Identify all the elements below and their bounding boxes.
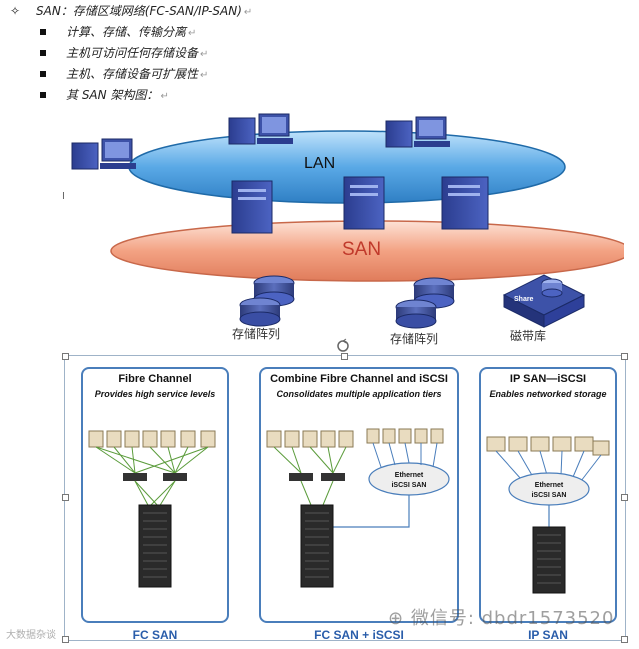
doc-heading: SAN：存储区域网络(FC-SAN/IP-SAN)↵	[36, 3, 252, 21]
wechat-watermark-text: 微信号: dbdr1573520	[410, 608, 615, 629]
panel-fc-iscsi: Combine Fibre Channel and iSCSI Consolid…	[259, 367, 459, 642]
rotate-handle-icon[interactable]	[335, 338, 351, 354]
storage-array-label: 存储阵列	[390, 332, 439, 346]
workstation-icon	[385, 116, 450, 148]
paragraph-mark-icon: ↵	[200, 70, 209, 81]
cloud-line-2: iSCSI SAN	[531, 492, 566, 499]
fc-san-diagram	[88, 430, 216, 588]
workstation-icon	[71, 138, 136, 170]
resize-handle-icon[interactable]	[341, 353, 348, 360]
resize-handle-icon[interactable]	[62, 353, 69, 360]
bullet-item: 主机、存储设备可扩展性↵	[66, 66, 208, 84]
resize-handle-icon[interactable]	[621, 636, 628, 643]
workstation-icon	[228, 113, 293, 145]
wechat-watermark: ⊕ 微信号: dbdr1573520	[388, 604, 614, 630]
resize-handle-icon[interactable]	[62, 636, 69, 643]
san-architecture-figure: LAN SAN Share 存储阵列 存储阵列 磁带库	[64, 105, 632, 348]
panel-subtitle: Consolidates multiple application tiers	[276, 389, 442, 399]
tape-library-icon	[502, 274, 586, 328]
bullet-text: 主机可访问任何存储设备	[66, 46, 199, 60]
tape-badge: Share	[514, 296, 534, 303]
bullet-text: 主机、存储设备可扩展性	[66, 67, 199, 81]
san-comparison-figure: Fibre Channel Provides high service leve…	[62, 338, 628, 643]
resize-handle-icon[interactable]	[621, 353, 628, 360]
bullet-text: 其 SAN 架构图：	[66, 88, 159, 102]
bullet-item: 主机可访问任何存储设备↵	[66, 45, 208, 63]
paragraph-mark-icon: ↵	[200, 49, 209, 60]
fc-iscsi-diagram: Ethernet iSCSI SAN	[266, 428, 450, 588]
paragraph-mark-icon: ↵	[188, 28, 197, 39]
wechat-icon: ⊕	[388, 608, 405, 629]
panel-subtitle: Enables networked storage	[489, 389, 607, 399]
panel-title: Fibre Channel	[118, 373, 192, 385]
lan-label: LAN	[304, 155, 336, 172]
source-watermark: 大数据杂谈	[6, 630, 56, 641]
server-icon	[231, 180, 273, 234]
panel-footer: FC SAN	[132, 628, 178, 642]
storage-array-icon	[395, 277, 455, 329]
panel-fc-san: Fibre Channel Provides high service leve…	[81, 367, 229, 642]
bullet-item: 计算、存储、传输分离↵	[66, 24, 196, 42]
bullet-icon	[40, 29, 46, 35]
paragraph-mark-icon: ↵	[160, 91, 169, 102]
cloud-line-1: Ethernet	[395, 472, 424, 479]
bullet-icon	[40, 92, 46, 98]
storage-array-label: 存储阵列	[232, 327, 281, 341]
panel-footer: FC SAN + iSCSI	[314, 628, 404, 642]
storage-array-icon	[239, 275, 295, 327]
cloud-line-2: iSCSI SAN	[391, 482, 426, 489]
ip-san-diagram: Ethernet iSCSI SAN	[486, 436, 610, 594]
resize-handle-icon[interactable]	[62, 494, 69, 501]
bullet-icon	[40, 71, 46, 77]
heading-marker-icon: ✧	[10, 4, 21, 18]
doc-heading-text: SAN：存储区域网络(FC-SAN/IP-SAN)	[36, 4, 242, 18]
bullet-item: 其 SAN 架构图：↵	[66, 87, 169, 105]
paragraph-mark-icon: ↵	[243, 7, 253, 18]
resize-handle-icon[interactable]	[621, 494, 628, 501]
cloud-line-1: Ethernet	[535, 482, 564, 489]
bullet-icon	[40, 50, 46, 56]
server-icon	[441, 176, 489, 230]
panel-footer: IP SAN	[528, 628, 568, 642]
server-icon	[343, 176, 385, 230]
panel-title: Combine Fibre Channel and iSCSI	[270, 373, 448, 385]
panel-ip-san: IP SAN—iSCSI Enables networked storage E…	[479, 367, 617, 642]
bullet-text: 计算、存储、传输分离	[66, 25, 187, 39]
san-architecture-diagram	[64, 105, 632, 348]
panel-title: IP SAN—iSCSI	[509, 373, 587, 385]
tape-library-label: 磁带库	[510, 329, 547, 343]
san-label: SAN	[342, 239, 382, 260]
panel-subtitle: Provides high service levels	[94, 389, 216, 399]
